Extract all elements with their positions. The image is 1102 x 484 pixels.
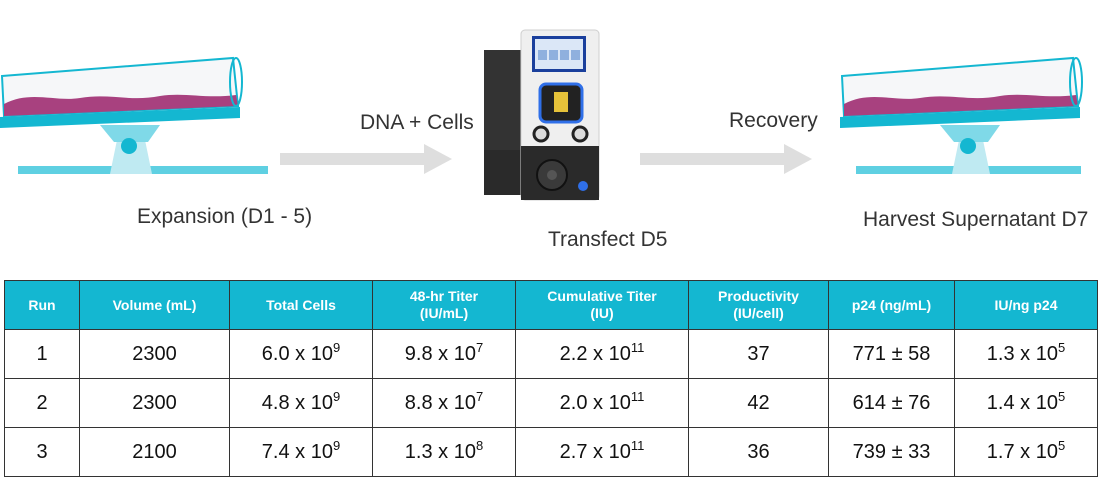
table-cell: 1.3 x 105 [954,329,1098,379]
cell-value: 1 [36,342,48,365]
cell-value: 2.7 x 10 [559,440,631,463]
table-cell: 614 ± 76 [828,378,955,428]
table-header: Run [4,280,80,330]
table-cell: 2100 [79,427,230,477]
cell-value: 2100 [132,440,177,463]
arrow-right-icon [640,144,812,174]
table-header: Volume (mL) [79,280,230,330]
table-header-row: Run Volume (mL) Total Cells 48-hr Titer … [4,280,1098,330]
cell-value: 1.3 x 10 [986,342,1058,365]
header-line: 48-hr Titer [409,288,479,304]
workflow-graphics [0,29,1083,201]
table-cell: 2300 [79,378,230,428]
cell-exponent: 7 [475,388,484,404]
table-cell: 37 [688,329,829,379]
table-cell: 9.8 x 107 [372,329,516,379]
results-table: Run Volume (mL) Total Cells 48-hr Titer … [4,280,1098,477]
table-header: Productivity (IU/cell) [688,280,829,330]
table-header: Cumulative Titer (IU) [515,280,689,330]
cell-value: 37 [747,342,770,365]
table-cell: 7.4 x 109 [229,427,373,477]
cell-exponent: 11 [630,437,645,453]
table-row: 2 2300 4.8 x 109 8.8 x 107 2.0 x 1011 42… [4,378,1098,428]
table-cell: 8.8 x 107 [372,378,516,428]
cell-value: 7.4 x 10 [261,440,333,463]
header-line: IU/ng p24 [994,296,1058,313]
cell-exponent: 8 [475,437,484,453]
cell-exponent: 9 [332,339,341,355]
table-cell: 1 [4,329,80,379]
table-cell: 3 [4,427,80,477]
cell-value: 1.3 x 10 [404,440,476,463]
recovery-label: Recovery [729,109,818,132]
cell-value: 36 [747,440,770,463]
arrow-right-icon [280,144,452,174]
header-line: Volume (mL) [112,296,197,313]
cell-exponent: 11 [630,339,645,355]
cell-value: 2 [36,391,48,414]
header-line: (IU/cell) [733,305,784,321]
table-cell: 36 [688,427,829,477]
cell-exponent: 5 [1057,437,1066,453]
table-cell: 2 [4,378,80,428]
table-cell: 1.4 x 105 [954,378,1098,428]
table-cell: 771 ± 58 [828,329,955,379]
table-cell: 2.2 x 1011 [515,329,689,379]
table-cell: 2.0 x 1011 [515,378,689,428]
cell-exponent: 5 [1057,388,1066,404]
expansion-bioreactor-icon [0,56,268,174]
cell-exponent: 5 [1057,339,1066,355]
cell-exponent: 9 [332,388,341,404]
table-cell: 1.3 x 108 [372,427,516,477]
table-header: Total Cells [229,280,373,330]
header-line: (IU) [590,305,614,321]
cell-value: 2300 [132,342,177,365]
cell-value: 6.0 x 10 [261,342,333,365]
table-header: 48-hr Titer (IU/mL) [372,280,516,330]
header-line: (IU/mL) [419,305,469,321]
transfection-device-icon [484,29,600,201]
table-cell: 2.7 x 1011 [515,427,689,477]
table-cell: 2300 [79,329,230,379]
expansion-label: Expansion (D1 - 5) [137,205,313,228]
table-cell: 1.7 x 105 [954,427,1098,477]
header-line: Run [28,296,56,313]
cell-value: 2.2 x 10 [559,342,631,365]
cell-value: 9.8 x 10 [404,342,476,365]
header-line: Cumulative Titer [547,288,657,304]
transfect-label: Transfect D5 [548,228,668,251]
cell-value: 2300 [132,391,177,414]
cell-exponent: 7 [475,339,484,355]
cell-value: 3 [36,440,48,463]
table-row: 1 2300 6.0 x 109 9.8 x 107 2.2 x 1011 37… [4,329,1098,379]
cell-exponent: 9 [332,437,341,453]
table-header: p24 (ng/mL) [828,280,955,330]
dna-cells-label: DNA + Cells [360,111,474,134]
cell-value: 8.8 x 10 [404,391,476,414]
table-cell: 4.8 x 109 [229,378,373,428]
cell-value: 1.4 x 10 [986,391,1058,414]
workflow-diagram: Expansion (D1 - 5) DNA + Cells Transfect… [0,29,1089,251]
table-header: IU/ng p24 [954,280,1098,330]
table-cell: 6.0 x 109 [229,329,373,379]
table-cell: 739 ± 33 [828,427,955,477]
cell-value: 1.7 x 10 [986,440,1058,463]
cell-value: 614 ± 76 [852,391,931,414]
cell-exponent: 11 [630,388,645,404]
table-row: 3 2100 7.4 x 109 1.3 x 108 2.7 x 1011 36… [4,427,1098,477]
table-cell: 42 [688,378,829,428]
cell-value: 771 ± 58 [852,342,931,365]
cell-value: 4.8 x 10 [261,391,333,414]
harvest-label: Harvest Supernatant D7 [863,208,1089,231]
header-line: Total Cells [266,296,336,313]
header-line: p24 (ng/mL) [851,296,932,313]
cell-value: 2.0 x 10 [559,391,631,414]
header-line: Productivity [718,288,799,304]
cell-value: 42 [747,391,770,414]
harvest-bioreactor-icon [840,56,1083,174]
cell-value: 739 ± 33 [852,440,931,463]
